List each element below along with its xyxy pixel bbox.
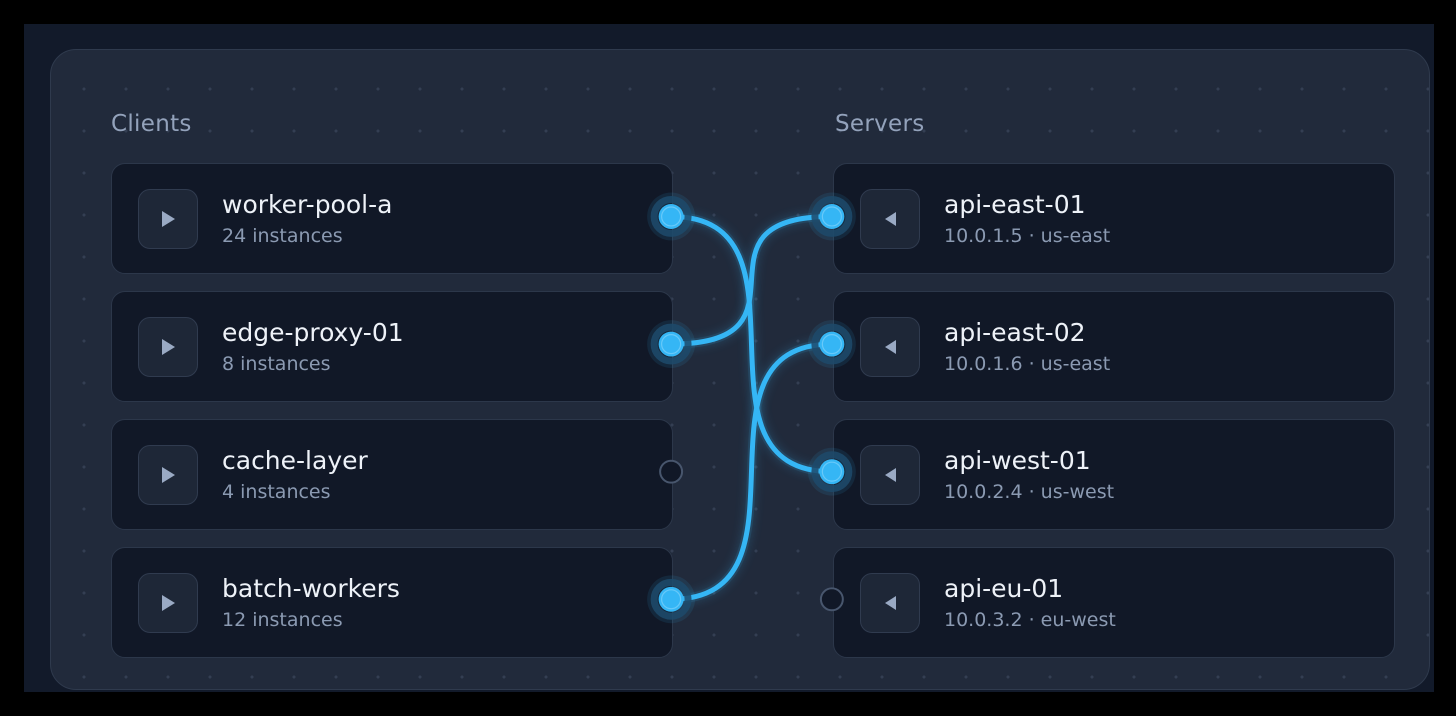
connection-ports	[647, 192, 856, 624]
card-subtitle: 8 instances	[222, 352, 331, 375]
play-triangle-right-icon[interactable]	[138, 316, 198, 377]
card-text-block: cache-layer 4 instances	[222, 446, 368, 503]
card-title: worker-pool-a	[222, 190, 393, 220]
connection-mapper-panel: Clients Servers worker-pool-a 24 instance…	[50, 49, 1430, 690]
client-card-worker-pool-a[interactable]: worker-pool-a 24 instances	[111, 163, 673, 274]
client-card-cache-layer[interactable]: cache-layer 4 instances	[111, 419, 673, 530]
play-triangle-left-icon[interactable]	[860, 316, 920, 377]
card-title: api-east-02	[944, 318, 1086, 348]
play-triangle-left-icon[interactable]	[860, 444, 920, 505]
connection-link-glow	[666, 339, 837, 604]
card-subtitle: 10.0.1.5 · us-east	[944, 224, 1111, 247]
card-text-block: api-east-02 10.0.1.6 · us-east	[944, 318, 1110, 375]
card-title: api-eu-01	[944, 574, 1064, 604]
card-title: cache-layer	[222, 446, 368, 476]
server-card-api-east-02[interactable]: api-east-02 10.0.1.6 · us-east	[833, 291, 1395, 402]
card-text-block: worker-pool-a 24 instances	[222, 190, 392, 247]
server-card-api-west-01[interactable]: api-west-01 10.0.2.4 · us-west	[833, 419, 1395, 530]
connection-links	[666, 211, 837, 604]
play-triangle-left-icon[interactable]	[860, 572, 920, 633]
connection-link-glow	[666, 211, 837, 349]
card-subtitle: 24 instances	[222, 224, 343, 247]
card-text-block: api-west-01 10.0.2.4 · us-west	[944, 446, 1114, 503]
connection-link-edge-proxy-01-to-api-east-01[interactable]	[668, 213, 835, 347]
play-triangle-right-icon[interactable]	[138, 572, 198, 633]
client-card-batch-workers[interactable]: batch-workers 12 instances	[111, 547, 673, 658]
client-card-edge-proxy-01[interactable]: edge-proxy-01 8 instances	[111, 291, 673, 402]
triangle-glyph	[884, 211, 896, 226]
play-triangle-right-icon[interactable]	[138, 188, 198, 249]
card-text-block: batch-workers 12 instances	[222, 574, 400, 631]
card-subtitle: 12 instances	[222, 608, 343, 631]
play-triangle-right-icon[interactable]	[138, 444, 198, 505]
triangle-glyph	[161, 210, 175, 227]
card-subtitle: 10.0.2.4 · us-west	[944, 480, 1115, 503]
card-title: api-west-01	[944, 446, 1091, 476]
card-title: batch-workers	[222, 574, 400, 604]
play-triangle-left-icon[interactable]	[860, 188, 920, 249]
servers-column-header: Servers	[835, 111, 925, 137]
card-subtitle: 4 instances	[222, 480, 331, 503]
card-subtitle: 10.0.1.6 · us-east	[944, 352, 1111, 375]
card-text-block: edge-proxy-01 8 instances	[222, 318, 404, 375]
card-text-block: api-east-01 10.0.1.5 · us-east	[944, 190, 1110, 247]
triangle-glyph	[161, 594, 175, 611]
triangle-glyph	[884, 339, 896, 354]
triangle-glyph	[161, 466, 175, 483]
server-card-api-eu-01[interactable]: api-eu-01 10.0.3.2 · eu-west	[833, 547, 1395, 658]
triangle-glyph	[884, 467, 896, 482]
card-title: edge-proxy-01	[222, 318, 404, 348]
connection-link-batch-workers-to-api-east-02[interactable]	[668, 341, 835, 602]
card-text-block: api-eu-01 10.0.3.2 · eu-west	[944, 574, 1116, 631]
triangle-glyph	[884, 595, 896, 610]
card-subtitle: 10.0.3.2 · eu-west	[944, 608, 1116, 631]
triangle-glyph	[161, 338, 175, 355]
card-title: api-east-01	[944, 190, 1086, 220]
server-card-api-east-01[interactable]: api-east-01 10.0.1.5 · us-east	[833, 163, 1395, 274]
app-page: Clients Servers worker-pool-a 24 instance…	[24, 24, 1434, 692]
connection-link-glow	[666, 211, 837, 477]
clients-column-header: Clients	[111, 111, 192, 137]
connection-link-worker-pool-a-to-api-west-01[interactable]	[668, 213, 835, 475]
